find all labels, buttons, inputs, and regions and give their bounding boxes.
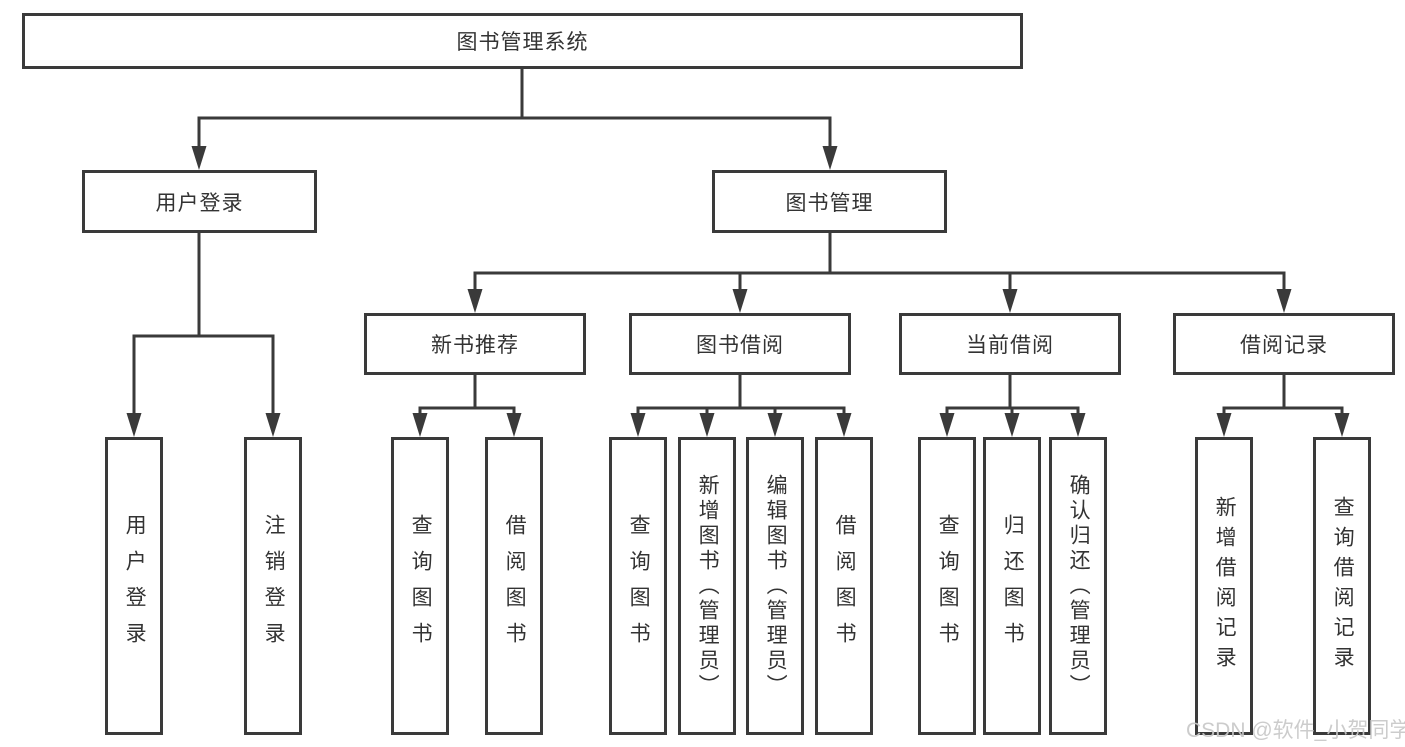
leaf-logout-label: 注销登录 [262, 514, 286, 658]
leaf-query-books-newbook: 查询图书 [391, 437, 449, 735]
leaf-confirm-return-admin: 确认归还（管理员） [1049, 437, 1107, 735]
leaf-add-book-admin-label: 新增图书（管理员） [696, 473, 720, 699]
node-user-login: 用户登录 [82, 170, 317, 233]
node-new-book-recommend: 新书推荐 [364, 313, 586, 375]
node-user-login-label: 用户登录 [155, 191, 244, 215]
leaf-add-borrow-record: 新增借阅记录 [1195, 437, 1253, 735]
leaf-logout: 注销登录 [244, 437, 302, 735]
leaf-confirm-return-admin-label: 确认归还（管理员） [1067, 473, 1091, 699]
leaf-borrow-books-borrowing-label: 借阅图书 [833, 514, 857, 658]
leaf-query-borrow-record: 查询借阅记录 [1313, 437, 1371, 735]
node-borrowing-records-label: 借阅记录 [1240, 334, 1328, 357]
node-current-borrowing: 当前借阅 [899, 313, 1121, 375]
node-book-borrowing-label: 图书借阅 [696, 334, 784, 357]
leaf-user-login: 用户登录 [105, 437, 163, 735]
leaf-borrow-books-newbook-label: 借阅图书 [503, 514, 527, 658]
node-book-management: 图书管理 [712, 170, 947, 233]
leaf-add-book-admin: 新增图书（管理员） [678, 437, 736, 735]
node-current-borrowing-label: 当前借阅 [966, 334, 1054, 357]
leaf-return-book: 归还图书 [983, 437, 1041, 735]
leaf-query-books-newbook-label: 查询图书 [409, 514, 433, 658]
leaf-user-login-label: 用户登录 [123, 514, 147, 658]
leaf-edit-book-admin-label: 编辑图书（管理员） [764, 473, 788, 699]
leaf-add-borrow-record-label: 新增借阅记录 [1213, 496, 1237, 676]
leaf-return-book-label: 归还图书 [1001, 514, 1025, 658]
node-borrowing-records: 借阅记录 [1173, 313, 1395, 375]
leaf-edit-book-admin: 编辑图书（管理员） [746, 437, 804, 735]
node-root-system: 图书管理系统 [22, 13, 1023, 69]
leaf-borrow-books-borrowing: 借阅图书 [815, 437, 873, 735]
csdn-watermark: CSDN @软件_小贺同学 [1186, 719, 1405, 742]
node-new-book-recommend-label: 新书推荐 [431, 334, 519, 357]
leaf-query-books-borrowing-label: 查询图书 [627, 514, 651, 658]
node-book-management-label: 图书管理 [785, 191, 874, 215]
leaf-query-borrow-record-label: 查询借阅记录 [1331, 496, 1355, 676]
node-book-borrowing: 图书借阅 [629, 313, 851, 375]
leaf-borrow-books-newbook: 借阅图书 [485, 437, 543, 735]
node-root-label: 图书管理系统 [456, 31, 589, 54]
leaf-query-books-current-label: 查询图书 [936, 514, 960, 658]
leaf-query-books-current: 查询图书 [918, 437, 976, 735]
leaf-query-books-borrowing: 查询图书 [609, 437, 667, 735]
